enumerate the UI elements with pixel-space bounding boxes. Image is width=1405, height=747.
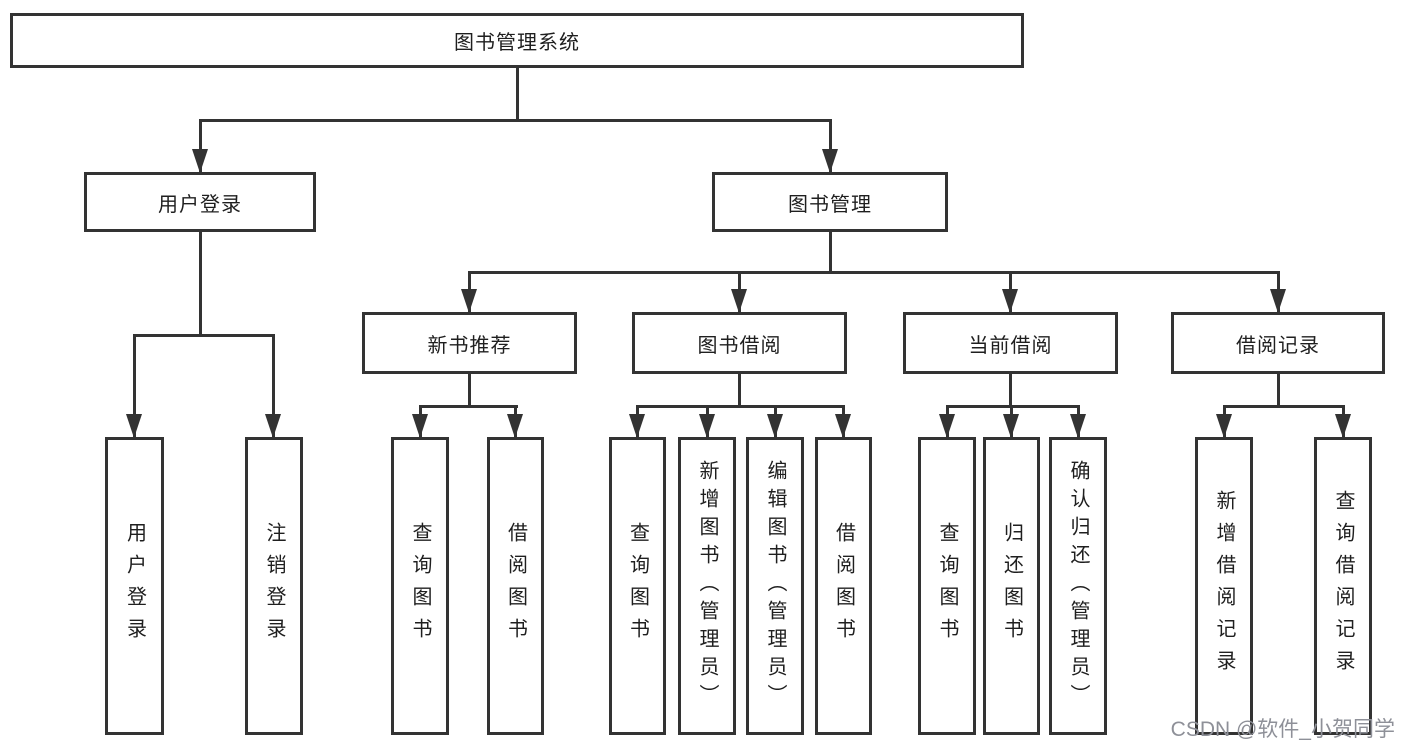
- connector-line: [1277, 373, 1280, 407]
- leaf-query-books-borrow: 查询图书: [609, 437, 666, 735]
- node-book-borrow: 图书借阅: [632, 312, 847, 374]
- arrowhead-down-icon: [699, 414, 715, 438]
- connector-line: [636, 405, 845, 408]
- arrowhead-down-icon: [126, 414, 142, 438]
- arrowhead-down-icon: [461, 289, 477, 313]
- node-label: 当前借阅: [968, 334, 1053, 357]
- watermark: CSDN @软件_小贺同学: [1170, 718, 1395, 741]
- arrowhead-down-icon: [1070, 414, 1086, 438]
- connector-line: [272, 334, 275, 439]
- leaf-query-books-recommend: 查询图书: [391, 437, 449, 735]
- connector-line: [516, 67, 519, 120]
- leaf-label: 借阅图书: [832, 522, 855, 650]
- arrowhead-down-icon: [731, 289, 747, 313]
- connector-line: [199, 119, 202, 174]
- connector-line: [133, 334, 275, 337]
- leaf-label: 新增图书（管理员）: [696, 460, 718, 712]
- leaf-borrow-books-borrow: 借阅图书: [815, 437, 872, 735]
- leaf-label: 查询图书: [936, 522, 958, 650]
- arrowhead-down-icon: [1335, 414, 1351, 438]
- leaf-borrow-books-recommend: 借阅图书: [487, 437, 544, 735]
- leaf-query-books-current: 查询图书: [918, 437, 976, 735]
- node-current-borrow: 当前借阅: [903, 312, 1118, 374]
- arrowhead-down-icon: [507, 414, 523, 438]
- node-label: 图书管理: [788, 193, 872, 216]
- connector-line: [468, 373, 471, 407]
- node-root: 图书管理系统: [10, 13, 1024, 68]
- leaf-add-book-admin: 新增图书（管理员）: [678, 437, 736, 735]
- arrowhead-down-icon: [629, 414, 645, 438]
- connector-line: [419, 405, 518, 408]
- node-label: 借阅记录: [1236, 334, 1320, 357]
- arrowhead-down-icon: [1002, 289, 1018, 313]
- leaf-label: 借阅图书: [504, 522, 527, 650]
- arrowhead-down-icon: [835, 414, 851, 438]
- arrowhead-down-icon: [1003, 414, 1019, 438]
- connector-line: [468, 271, 1280, 274]
- arrowhead-down-icon: [939, 414, 955, 438]
- arrowhead-down-icon: [265, 414, 281, 438]
- arrowhead-down-icon: [822, 149, 838, 173]
- leaf-user-login: 用户登录: [105, 437, 164, 735]
- leaf-query-borrow-record: 查询借阅记录: [1314, 437, 1372, 735]
- leaf-logout: 注销登录: [245, 437, 303, 735]
- leaf-edit-book-admin: 编辑图书（管理员）: [746, 437, 804, 735]
- leaf-label: 查询图书: [409, 522, 431, 650]
- connector-line: [829, 119, 832, 174]
- connector-line: [133, 334, 136, 439]
- node-label: 新书推荐: [427, 334, 512, 357]
- leaf-label: 查询借阅记录: [1332, 490, 1354, 682]
- leaf-confirm-return-admin: 确认归还（管理员）: [1049, 437, 1107, 735]
- leaf-return-book: 归还图书: [983, 437, 1040, 735]
- node-borrow-records: 借阅记录: [1171, 312, 1385, 374]
- leaf-label: 编辑图书（管理员）: [764, 460, 786, 712]
- connector-line: [829, 231, 832, 273]
- node-root-label: 图书管理系统: [454, 32, 580, 54]
- leaf-label: 注销登录: [263, 522, 285, 650]
- arrowhead-down-icon: [1216, 414, 1232, 438]
- node-label: 图书借阅: [697, 334, 782, 357]
- connector-line: [199, 231, 202, 336]
- node-label: 用户登录: [158, 193, 242, 216]
- node-user-login: 用户登录: [84, 172, 316, 232]
- connector-line: [1223, 405, 1345, 408]
- connector-line: [738, 373, 741, 407]
- leaf-label: 查询图书: [626, 522, 649, 650]
- arrowhead-down-icon: [192, 149, 208, 173]
- arrowhead-down-icon: [1270, 289, 1286, 313]
- arrowhead-down-icon: [412, 414, 428, 438]
- leaf-label: 归还图书: [1000, 522, 1023, 650]
- leaf-label: 新增借阅记录: [1213, 490, 1235, 682]
- node-book-management: 图书管理: [712, 172, 948, 232]
- connector-line: [1009, 373, 1012, 407]
- connector-line: [946, 405, 1080, 408]
- leaf-label: 确认归还（管理员）: [1067, 460, 1089, 712]
- arrowhead-down-icon: [767, 414, 783, 438]
- connector-line: [199, 119, 832, 122]
- leaf-add-borrow-record: 新增借阅记录: [1195, 437, 1253, 735]
- leaf-label: 用户登录: [123, 522, 146, 650]
- node-new-book-recommend: 新书推荐: [362, 312, 577, 374]
